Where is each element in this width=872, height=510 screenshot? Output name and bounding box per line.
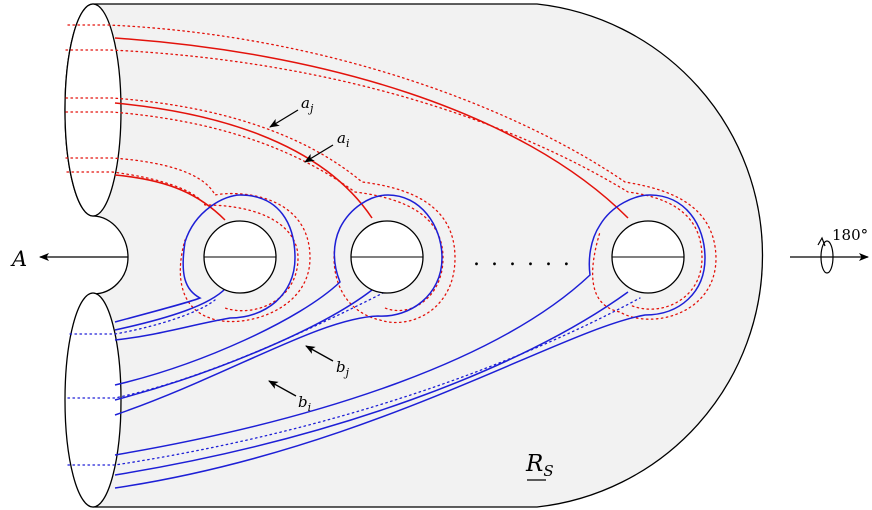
b-arc-2 xyxy=(114,289,373,401)
rotation-loop xyxy=(820,240,834,274)
a-dotted-4 xyxy=(65,111,444,312)
ellipsis-dots: . . . . . . xyxy=(473,246,572,271)
lower-boundary-ellipse xyxy=(64,292,122,508)
a-dotted-6 xyxy=(66,171,299,312)
label-b-i: bi xyxy=(298,393,311,414)
label-arrows xyxy=(268,109,334,397)
label-b-j-main: b xyxy=(336,358,346,376)
a-dotted-1 xyxy=(67,24,717,320)
label-region-main: R xyxy=(525,451,543,477)
label-b-i-sub: i xyxy=(308,401,312,414)
a-curves xyxy=(114,37,629,221)
label-b-j-sub: j xyxy=(343,366,350,379)
b-curves-dotted xyxy=(67,291,641,466)
label-region: RS xyxy=(525,451,554,480)
label-a-j-main: a xyxy=(301,94,310,112)
a-dotted-3 xyxy=(65,97,456,324)
label-a-i: ai xyxy=(337,129,349,150)
a-dotted-5 xyxy=(65,157,311,323)
a-curve-2 xyxy=(114,102,373,219)
a-curves-dotted xyxy=(65,24,717,324)
axis-lines xyxy=(39,236,869,274)
rotation-arrowhead xyxy=(817,236,826,247)
b-arc-3 xyxy=(114,291,629,476)
arrow-a-j xyxy=(269,109,299,128)
label-A: A xyxy=(10,247,27,271)
b-arc-1 xyxy=(114,287,227,331)
label-a-j: aj xyxy=(301,94,314,115)
holes xyxy=(203,220,685,294)
b-ring-1 xyxy=(114,194,296,341)
label-b-i-main: b xyxy=(298,393,308,411)
b-ring-2 xyxy=(114,194,443,416)
label-rotation: 180° xyxy=(832,226,868,244)
b-dotted-2 xyxy=(67,291,386,399)
arrow-b-i xyxy=(268,380,297,397)
label-a-i-sub: i xyxy=(346,137,350,150)
a-curve-1 xyxy=(114,174,226,221)
arrow-a-i xyxy=(304,144,334,163)
label-a-j-sub: j xyxy=(307,102,314,115)
b-curves xyxy=(114,194,706,489)
b-ring-3 xyxy=(114,194,706,489)
label-a-i-main: a xyxy=(337,129,346,147)
upper-boundary-ellipse xyxy=(64,3,122,217)
label-region-sub: S xyxy=(543,462,553,480)
label-b-j: bj xyxy=(336,358,350,379)
arrow-b-j xyxy=(305,345,334,362)
a-dotted-2 xyxy=(65,49,703,310)
a-curve-3 xyxy=(114,37,629,219)
